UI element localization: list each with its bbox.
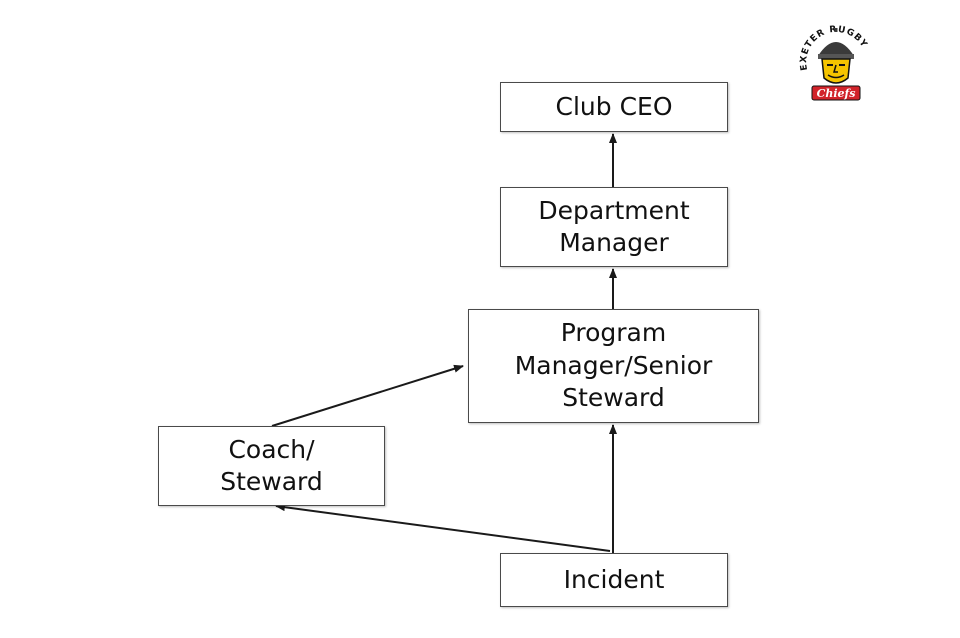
arrow-coach-to-program-manager: [271, 364, 464, 427]
logo-wordmark: Chiefs: [817, 87, 856, 100]
node-department-manager: Department Manager: [500, 187, 728, 267]
node-program-manager-senior-steward: Program Manager/Senior Steward: [468, 309, 759, 423]
node-club-ceo: Club CEO: [500, 82, 728, 132]
exeter-chiefs-logo: EXETER RUGBY Chiefs: [799, 25, 868, 101]
node-incident: Incident: [500, 553, 728, 607]
arrow-incident-to-coach-steward: [275, 503, 611, 552]
node-coach-steward: Coach/ Steward: [158, 426, 385, 506]
